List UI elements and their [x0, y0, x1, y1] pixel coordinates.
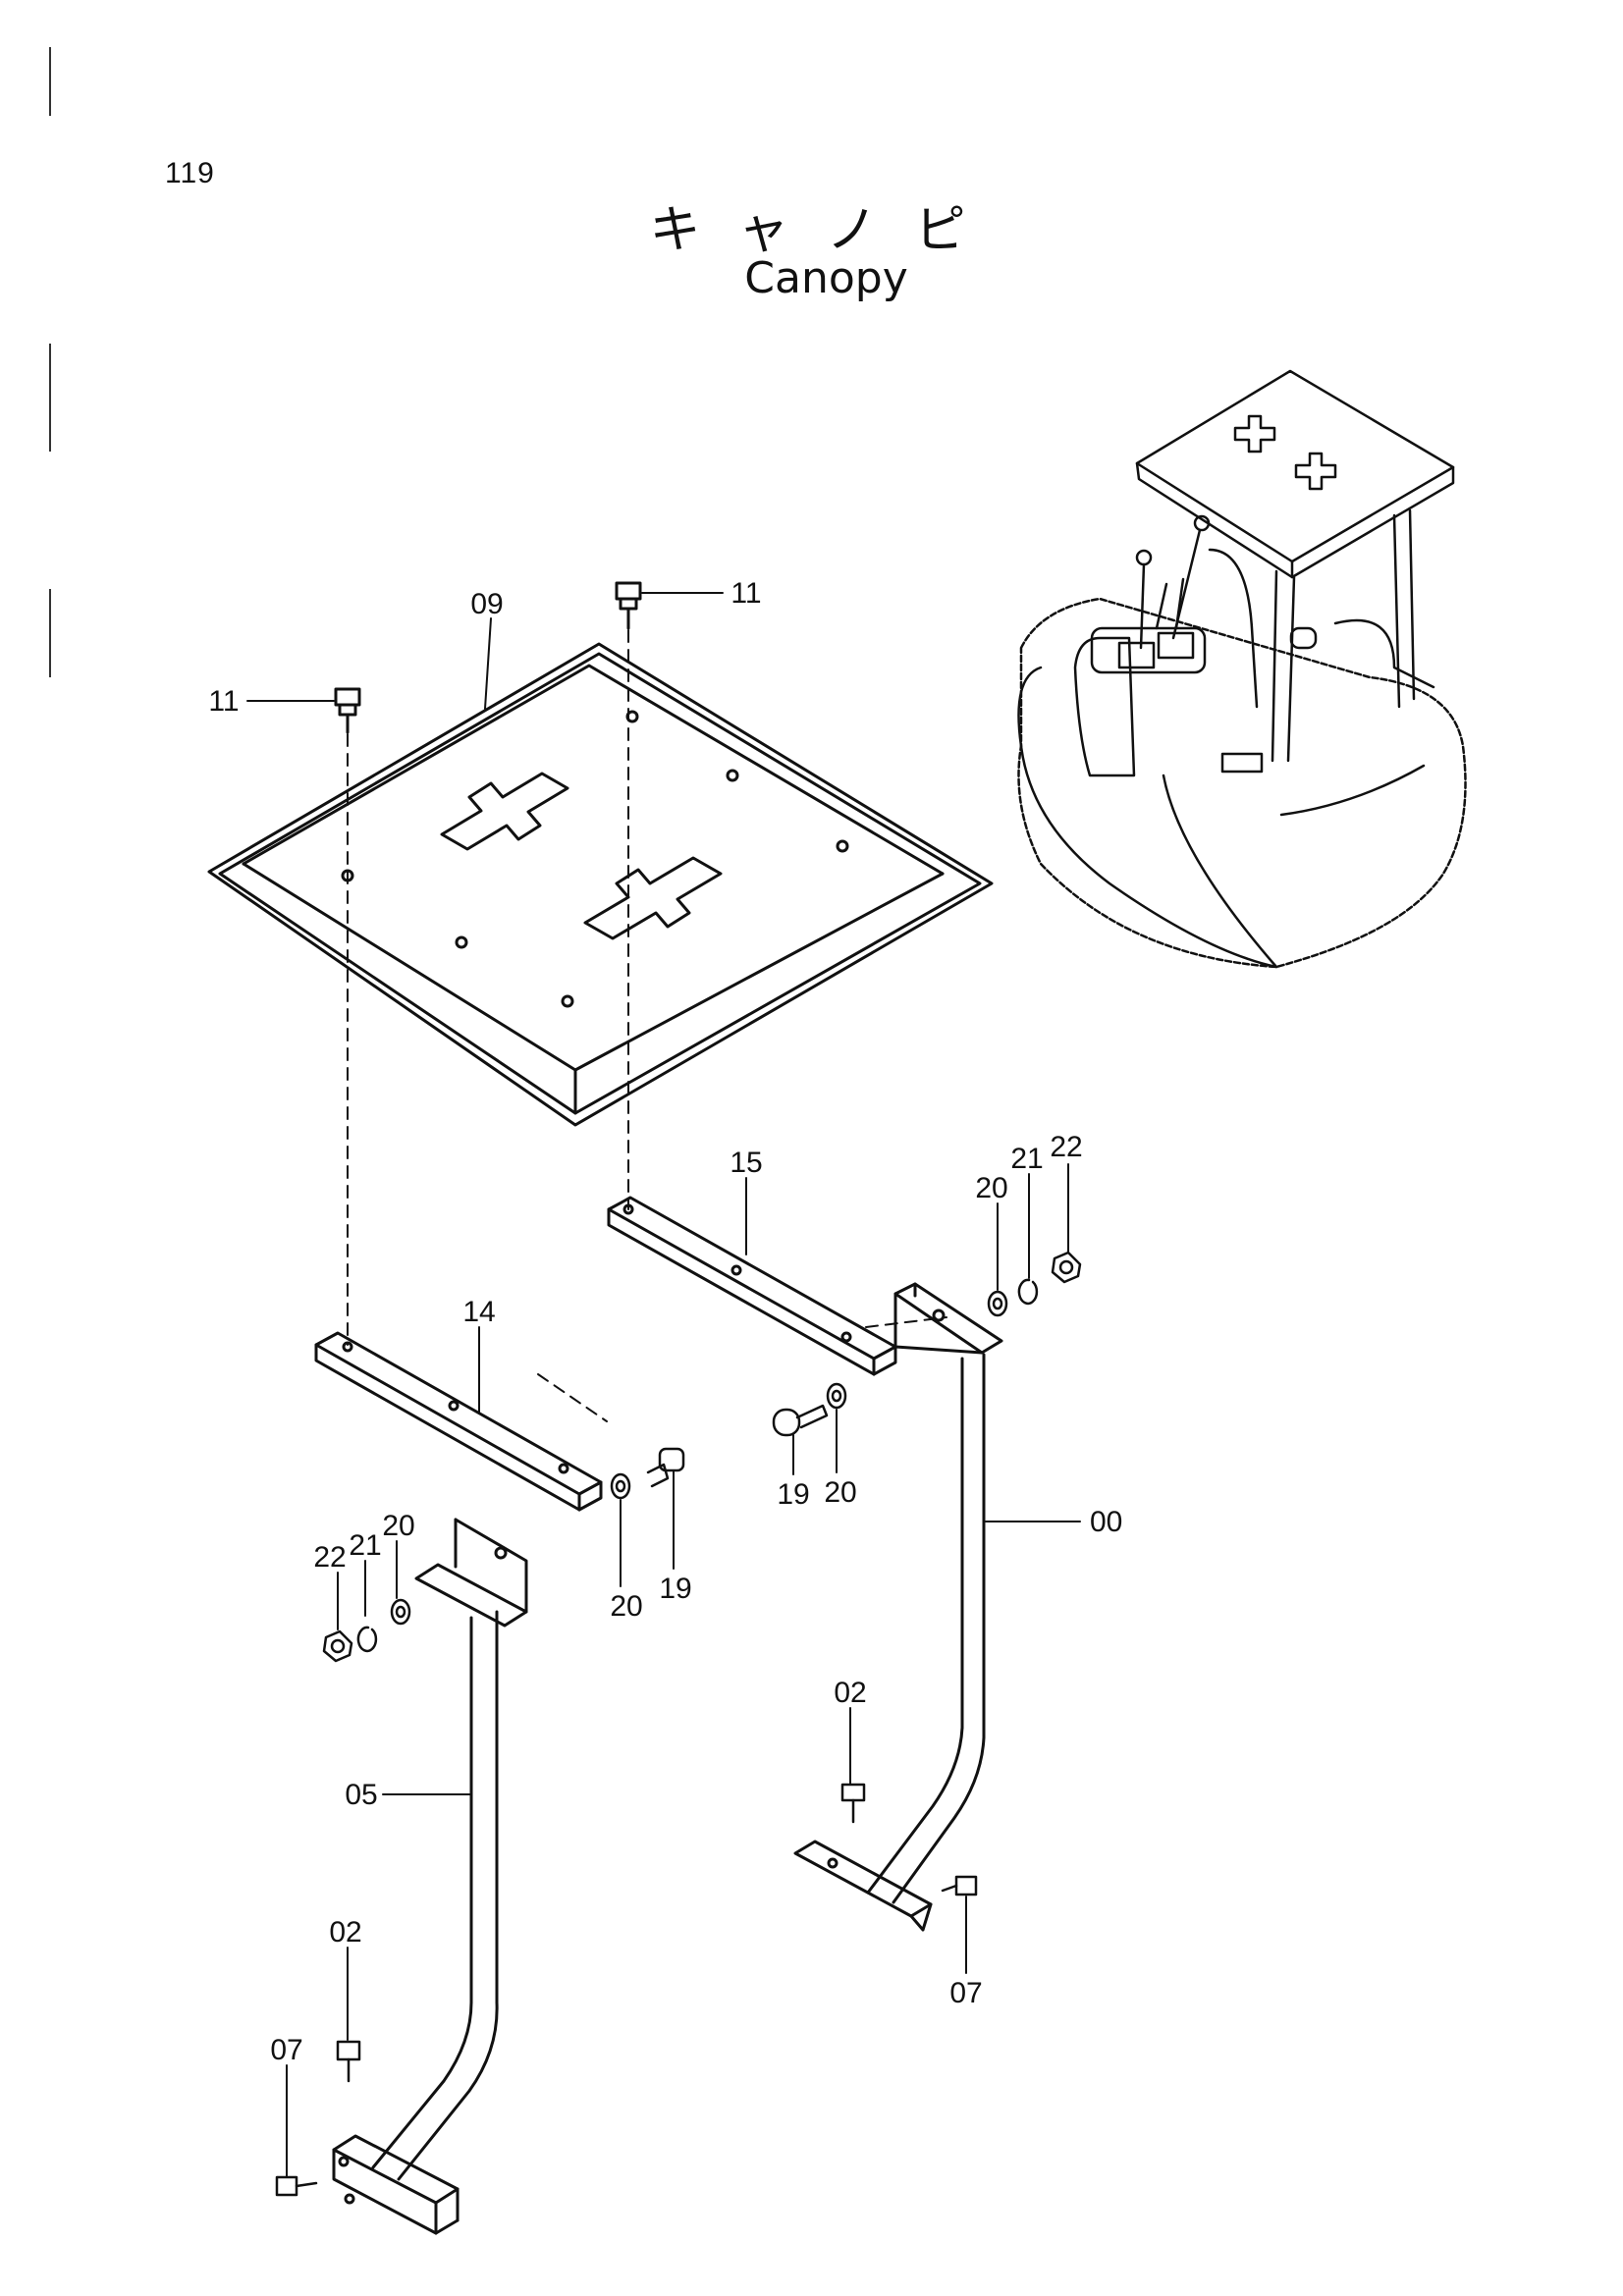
callout-11-right: 11 — [730, 577, 761, 610]
angle-bracket-14 — [314, 1331, 603, 1512]
hardware-right — [772, 1251, 1082, 1896]
binding-mark-top — [49, 47, 51, 116]
callout-20-left-lower: 20 — [610, 1590, 642, 1623]
callout-19-left: 19 — [659, 1573, 691, 1605]
binding-mark-mid — [49, 344, 51, 452]
angle-bracket-15 — [607, 1196, 897, 1376]
callout-21-right: 21 — [1010, 1143, 1043, 1175]
binding-mark-low — [49, 589, 51, 677]
canopy-stay-00 — [793, 1282, 1003, 1932]
callout-07-left: 07 — [270, 2034, 302, 2066]
title-english: Canopy — [744, 253, 908, 303]
callout-19-right: 19 — [777, 1478, 809, 1511]
callout-20-right-upper: 20 — [975, 1172, 1007, 1204]
callout-02-right: 02 — [834, 1677, 866, 1709]
callout-labels: 09 11 11 15 14 20 21 22 19 20 00 02 07 2… — [208, 577, 1122, 2066]
bolt-11-right — [615, 581, 642, 630]
callout-02-left: 02 — [329, 1916, 361, 1949]
callout-20-left-upper: 20 — [382, 1510, 414, 1542]
canopy-roof-panel — [207, 642, 994, 1127]
callout-14: 14 — [462, 1296, 495, 1328]
bolt-11-left — [334, 687, 361, 734]
canopy-stay-05 — [332, 1518, 528, 2235]
callout-15: 15 — [730, 1147, 762, 1179]
callout-09: 09 — [470, 588, 503, 620]
title-japanese: キャノピ — [649, 201, 1003, 260]
callout-20-right-lower: 20 — [824, 1476, 856, 1509]
callout-22-left: 22 — [313, 1541, 346, 1574]
callout-11-left: 11 — [208, 685, 239, 718]
callout-22-right: 22 — [1050, 1131, 1082, 1163]
callout-00: 00 — [1090, 1506, 1122, 1538]
excavator-overview — [1017, 369, 1467, 969]
leader-lines — [246, 592, 1081, 2178]
callout-07-right: 07 — [949, 1977, 982, 2009]
page-number: 119 — [165, 157, 215, 189]
callout-05: 05 — [345, 1779, 377, 1811]
callout-21-left: 21 — [349, 1529, 381, 1562]
